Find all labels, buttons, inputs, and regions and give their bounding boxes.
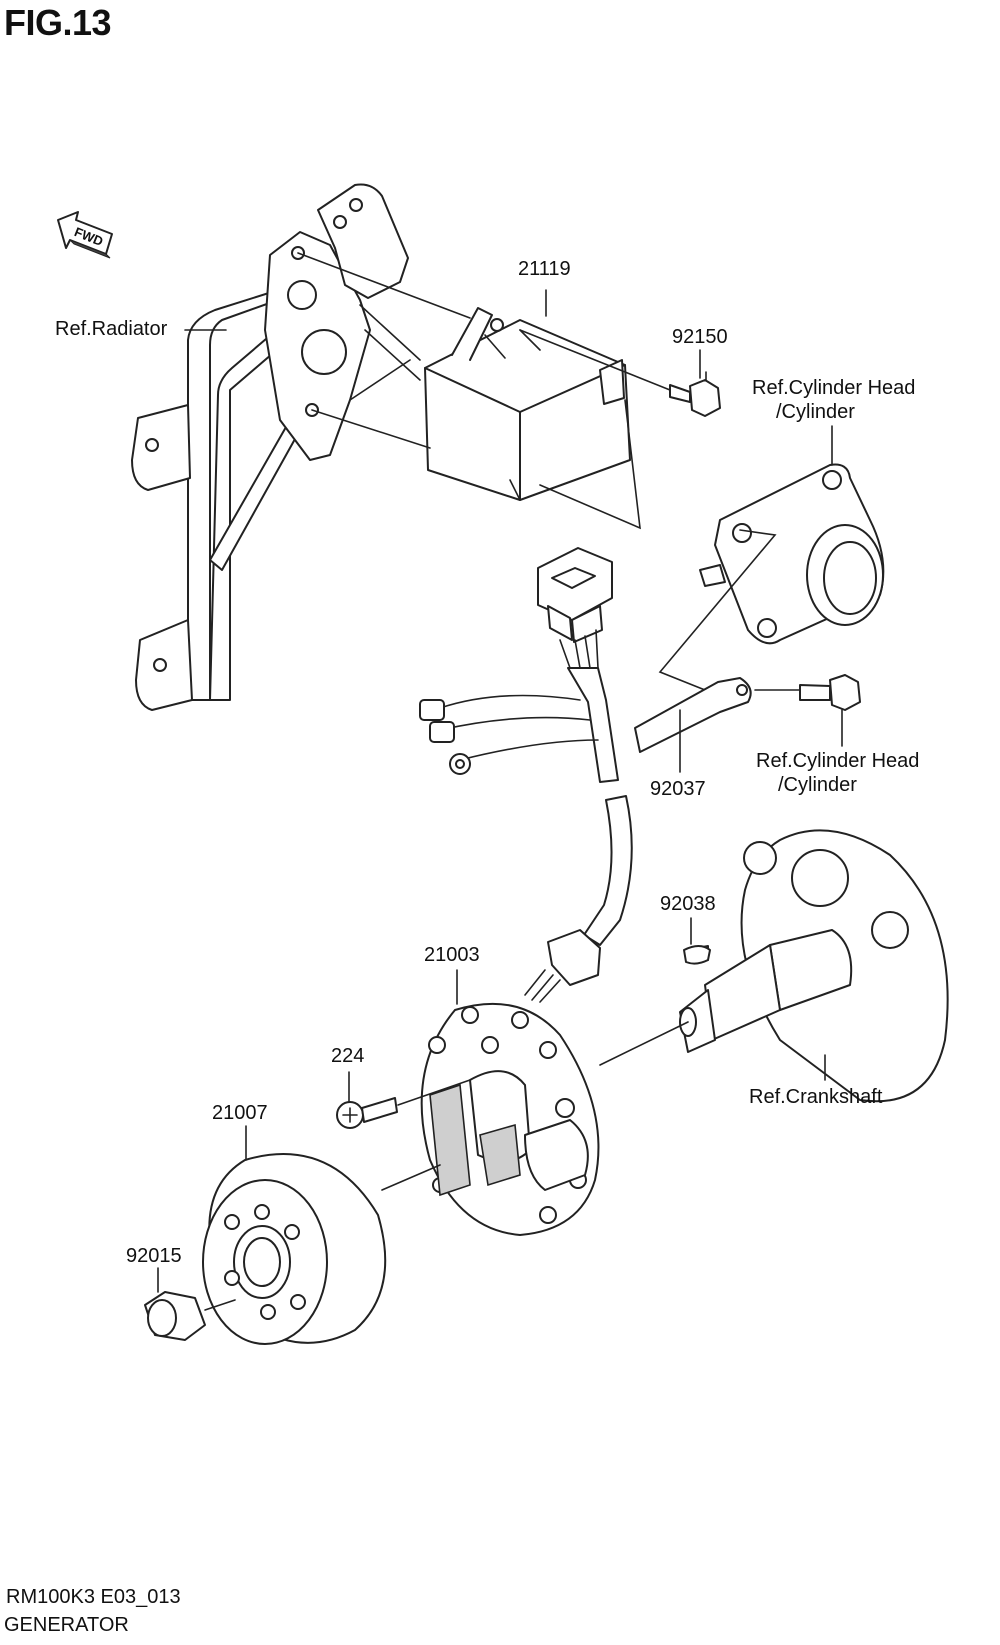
mount-line-lower	[311, 409, 431, 449]
wire-harness	[419, 547, 633, 1003]
bolt-92150	[669, 371, 721, 417]
diagram-name: GENERATOR	[4, 1614, 129, 1636]
rotor-axis-line	[381, 1164, 441, 1191]
label-ref-cylinder-head-2-line2: /Cylinder	[778, 774, 857, 796]
label-224: 224	[331, 1045, 365, 1067]
pulser-coil	[634, 677, 801, 773]
mount-line-bolt	[519, 329, 671, 391]
label-92037: 92037	[650, 778, 706, 800]
cdi-unit	[424, 307, 631, 501]
bolt-cylinder-head	[799, 674, 861, 747]
cylinder-head	[658, 463, 885, 701]
rotor	[202, 1125, 387, 1345]
label-21119: 21119	[518, 258, 571, 280]
shaft-axis-line	[599, 1021, 689, 1066]
label-21003: 21003	[424, 944, 480, 966]
label-ref-cylinder-head-1-line2: /Cylinder	[776, 401, 855, 423]
leader-21119-b	[539, 399, 641, 530]
nut-92015	[144, 1267, 236, 1341]
fwd-arrow-icon: FWD	[57, 211, 113, 259]
label-ref-cylinder-head-1-line1: Ref.Cylinder Head	[752, 377, 916, 399]
screw-224	[336, 1071, 471, 1129]
figure-title: FIG.13	[4, 2, 112, 43]
radiator-bracket	[131, 183, 421, 711]
label-21007: 21007	[212, 1102, 268, 1124]
mount-line-upper	[297, 252, 471, 319]
diagram-code: RM100K3 E03_013	[6, 1586, 181, 1608]
label-ref-cylinder-head-2-line1: Ref.Cylinder Head	[756, 750, 920, 772]
crankshaft	[679, 829, 949, 1103]
key-92038	[683, 917, 711, 965]
stator-plate	[420, 1002, 600, 1236]
label-ref-radiator: Ref.Radiator	[55, 318, 168, 340]
label-92015: 92015	[126, 1245, 182, 1267]
label-92150: 92150	[672, 326, 728, 348]
label-ref-crankshaft: Ref.Crankshaft	[749, 1086, 883, 1108]
label-92038: 92038	[660, 893, 716, 915]
